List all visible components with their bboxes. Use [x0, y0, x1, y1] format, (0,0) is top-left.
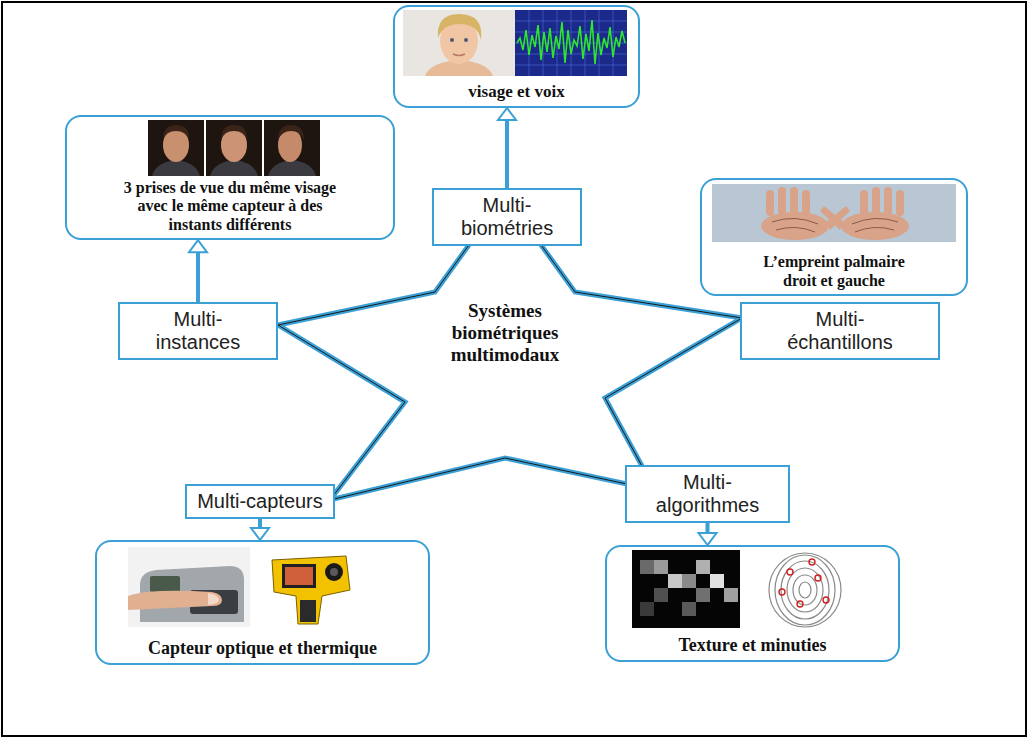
image-box: Capteur optique et thermique [95, 540, 430, 665]
image-caption: visage et voix [468, 82, 564, 102]
category-label: Multi- échantillons [787, 308, 893, 354]
category-label: Multi- biométries [461, 194, 553, 240]
category-box: Multi- algorithmes [625, 465, 790, 523]
hollow-arrow [251, 519, 269, 540]
image-box: visage et voix [393, 5, 640, 108]
hollow-arrow [699, 523, 717, 545]
category-box: Multi- instances [118, 302, 278, 360]
image-caption: L’empreint palmaire droit et gauche [747, 253, 922, 290]
center-title: Systèmes biométriques multimodaux [451, 300, 560, 366]
category-box: Multi-capteurs [185, 484, 335, 519]
thermal-camera [258, 547, 363, 627]
texture-image [632, 550, 740, 628]
image-box: L’empreint palmaire droit et gauche [700, 178, 968, 296]
category-label: Multi- algorithmes [656, 471, 759, 517]
fingerprint-minutiae [750, 550, 860, 628]
optical-scanner [128, 547, 250, 627]
category-box: Multi- échantillons [740, 302, 940, 360]
palm-prints [712, 184, 956, 242]
image-caption: 3 prises de vue du même visage avec le m… [120, 179, 340, 234]
category-label: Multi- instances [156, 308, 240, 354]
category-box: Multi- biométries [432, 188, 582, 246]
face-photo [403, 10, 515, 76]
image-box: 3 prises de vue du même visage avec le m… [65, 115, 395, 240]
image-caption: Capteur optique et thermique [148, 638, 377, 659]
hollow-arrow [189, 240, 207, 302]
face-shots [148, 120, 320, 176]
image-box: Texture et minuties [605, 545, 900, 662]
voice-signal [515, 10, 627, 76]
image-caption: Texture et minuties [679, 635, 827, 656]
hollow-arrow [498, 108, 516, 188]
category-label: Multi-capteurs [197, 490, 323, 513]
